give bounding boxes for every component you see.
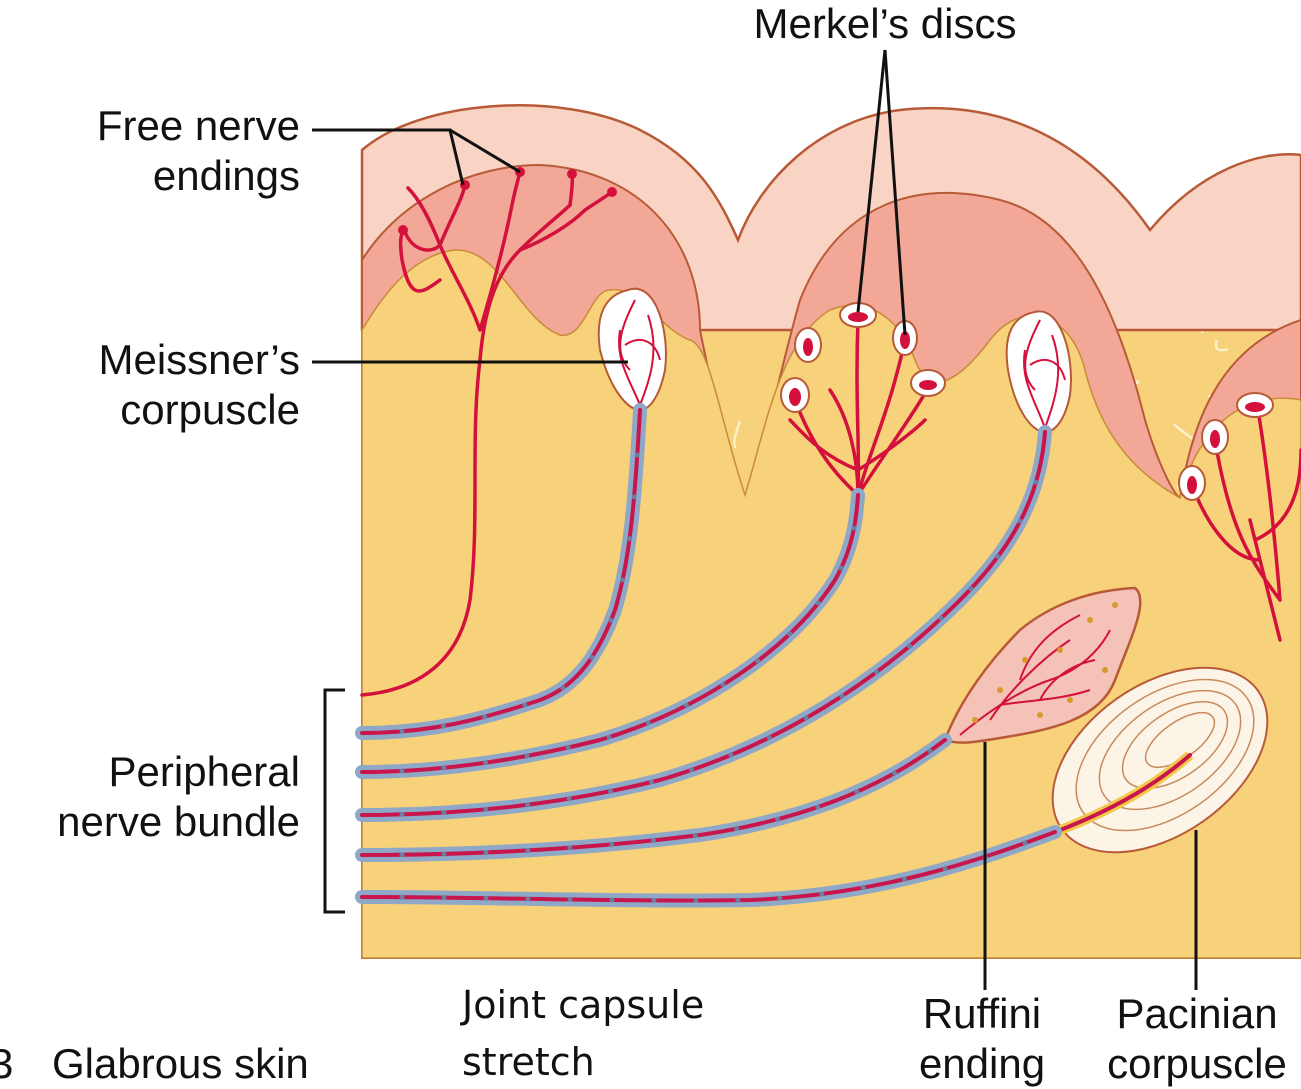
node-of-ranvier <box>608 789 613 794</box>
node-of-ranvier <box>693 833 698 838</box>
free-nerve-endings-label-line1: Free nerve <box>97 102 300 149</box>
peripheral-nerve-bundle-label-line2: nerve bundle <box>57 798 300 845</box>
node-of-ranvier <box>943 866 948 871</box>
node-of-ranvier <box>525 896 530 901</box>
node-of-ranvier <box>804 715 809 720</box>
node-of-ranvier <box>399 895 404 900</box>
node-of-ranvier <box>777 896 782 901</box>
node-of-ranvier <box>524 753 529 758</box>
meissners-corpuscle-label-line1: Meissner’s <box>98 336 300 383</box>
free-nerve-endings-label-line2: endings <box>153 152 300 199</box>
meissners-corpuscle-label-line2: corpuscle <box>120 386 300 433</box>
node-of-ranvier <box>525 848 530 853</box>
node-of-ranvier <box>734 826 739 831</box>
node-of-ranvier <box>651 898 656 903</box>
node-of-ranvier <box>693 898 698 903</box>
node-of-ranvier <box>902 877 907 882</box>
node-of-ranvier <box>620 578 625 583</box>
node-of-ranvier <box>735 898 740 903</box>
cropped-figure-letter: 3 <box>0 1040 13 1087</box>
node-of-ranvier <box>399 852 404 857</box>
node-of-ranvier <box>775 817 780 822</box>
joint-capsule-stretch-label-line2: stretch <box>462 1040 595 1084</box>
node-of-ranvier <box>968 586 973 591</box>
node-of-ranvier <box>728 752 733 757</box>
node-of-ranvier <box>839 566 844 571</box>
node-of-ranvier <box>861 885 866 890</box>
peripheral-nerve-bundle-label-line1: Peripheral <box>109 748 300 795</box>
node-of-ranvier <box>609 898 614 903</box>
node-of-ranvier <box>560 685 565 690</box>
node-of-ranvier <box>627 536 632 541</box>
glabrous-skin-label: Glabrous skin <box>52 1040 309 1087</box>
node-of-ranvier <box>907 644 912 649</box>
ruffini-ending-label-line1: Ruffini <box>923 990 1041 1037</box>
node-of-ranvier <box>441 765 446 770</box>
node-of-ranvier <box>651 838 656 843</box>
node-of-ranvier <box>483 896 488 901</box>
node-of-ranvier <box>567 796 572 801</box>
node-of-ranvier <box>441 851 446 856</box>
node-of-ranvier <box>441 810 446 815</box>
node-of-ranvier <box>399 729 404 734</box>
node-of-ranvier <box>483 807 488 812</box>
pacinian-corpuscle-label-line1: Pacinian <box>1116 990 1277 1037</box>
node-of-ranvier <box>939 616 944 621</box>
node-of-ranvier <box>606 735 611 740</box>
node-of-ranvier <box>609 842 614 847</box>
node-of-ranvier <box>646 720 651 725</box>
node-of-ranvier <box>767 735 772 740</box>
node-of-ranvier <box>483 850 488 855</box>
node-of-ranvier <box>819 892 824 897</box>
node-of-ranvier <box>589 655 594 660</box>
node-of-ranvier <box>874 670 879 675</box>
node-of-ranvier <box>649 780 654 785</box>
node-of-ranvier <box>851 526 856 531</box>
node-of-ranvier <box>684 703 689 708</box>
ruffini-ending-label-line2: ending <box>919 1040 1045 1087</box>
node-of-ranvier <box>755 658 760 663</box>
node-of-ranvier <box>854 789 859 794</box>
merkels-discs-label: Merkel’s discs <box>754 0 1017 47</box>
node-of-ranvier <box>441 895 446 900</box>
node-of-ranvier <box>522 702 527 707</box>
pacinian-corpuscle-label-line2: corpuscle <box>1107 1040 1287 1087</box>
node-of-ranvier <box>689 767 694 772</box>
node-of-ranvier <box>608 618 613 623</box>
node-of-ranvier <box>995 554 1000 559</box>
node-of-ranvier <box>840 694 845 699</box>
node-of-ranvier <box>525 802 530 807</box>
node-of-ranvier <box>815 805 820 810</box>
node-of-ranvier <box>1022 841 1027 846</box>
node-of-ranvier <box>632 494 637 499</box>
node-of-ranvier <box>482 714 487 719</box>
node-of-ranvier <box>1018 519 1023 524</box>
node-of-ranvier <box>1033 480 1038 485</box>
node-of-ranvier <box>483 760 488 765</box>
node-of-ranvier <box>566 745 571 750</box>
node-of-ranvier <box>928 748 933 753</box>
node-of-ranvier <box>787 631 792 636</box>
node-of-ranvier <box>399 768 404 773</box>
node-of-ranvier <box>441 723 446 728</box>
node-of-ranvier <box>721 682 726 687</box>
node-of-ranvier <box>816 601 821 606</box>
node-of-ranvier <box>567 845 572 850</box>
node-of-ranvier <box>567 897 572 902</box>
node-of-ranvier <box>635 452 640 457</box>
node-of-ranvier <box>892 771 897 776</box>
node-of-ranvier <box>399 812 404 817</box>
joint-capsule-stretch-label-line1: Joint capsule <box>460 983 704 1027</box>
